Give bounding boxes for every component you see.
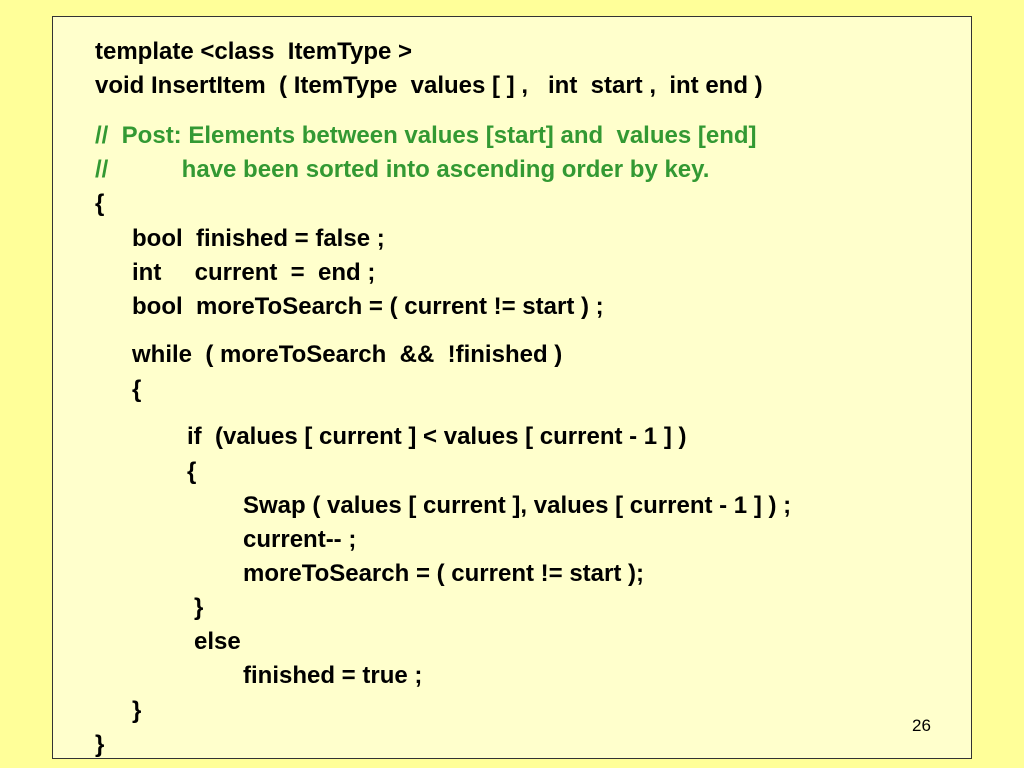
slide-panel xyxy=(52,16,972,759)
code-line-function-close: } xyxy=(95,731,105,758)
code-line-finished-true: finished = true ; xyxy=(243,662,423,689)
code-line-decrement: current-- ; xyxy=(243,526,357,553)
code-line-while-open: { xyxy=(132,376,142,403)
code-line-while: while ( moreToSearch && !finished ) xyxy=(132,341,563,368)
code-line-int-current: int current = end ; xyxy=(132,259,376,286)
comment-line-post: // Post: Elements between values [start]… xyxy=(95,122,757,149)
comment-line-sorted: // have been sorted into ascending order… xyxy=(95,156,710,183)
code-line-if-close: } xyxy=(194,594,204,621)
code-line-signature: void InsertItem ( ItemType values [ ] , … xyxy=(95,72,763,99)
code-line-else: else xyxy=(194,628,241,655)
code-line-swap: Swap ( values [ current ], values [ curr… xyxy=(243,492,792,519)
code-line-bool-more: bool moreToSearch = ( current != start )… xyxy=(132,293,604,320)
code-line-if: if (values [ current ] < values [ curren… xyxy=(187,423,687,450)
code-line-open-brace: { xyxy=(95,190,105,217)
page-number: 26 xyxy=(912,716,931,735)
code-line-while-close: } xyxy=(132,697,142,724)
code-line-bool-finished: bool finished = false ; xyxy=(132,225,385,252)
code-line-template: template <class ItemType > xyxy=(95,38,413,65)
code-line-if-open: { xyxy=(187,458,197,485)
code-line-more-assign: moreToSearch = ( current != start ); xyxy=(243,560,644,587)
